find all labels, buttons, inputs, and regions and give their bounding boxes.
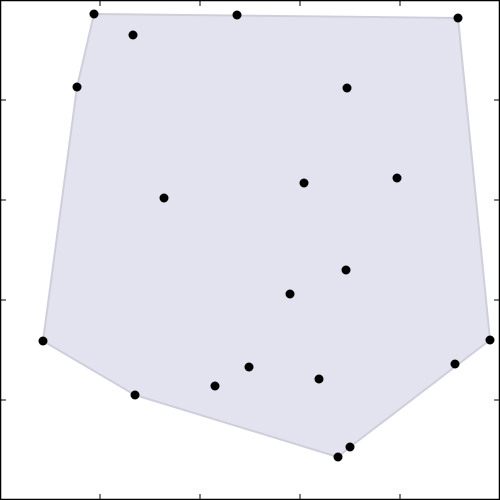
data-point-19 <box>345 442 355 452</box>
data-point-11 <box>285 289 295 299</box>
data-point-14 <box>450 359 460 369</box>
data-point-12 <box>38 336 48 346</box>
data-points-layer <box>38 9 495 462</box>
convex-hull-area <box>42 13 491 458</box>
convex-hull-layer <box>42 13 491 458</box>
data-point-1 <box>89 9 99 19</box>
data-point-20 <box>333 452 343 462</box>
data-point-3 <box>453 13 463 23</box>
data-point-8 <box>299 178 309 188</box>
data-point-10 <box>341 265 351 275</box>
data-point-4 <box>128 30 138 40</box>
data-point-6 <box>342 83 352 93</box>
data-point-5 <box>72 82 82 92</box>
data-point-15 <box>244 362 254 372</box>
data-point-7 <box>392 173 402 183</box>
data-point-16 <box>314 374 324 384</box>
data-point-13 <box>485 335 495 345</box>
data-point-2 <box>232 10 242 20</box>
data-point-17 <box>210 381 220 391</box>
data-point-18 <box>130 390 140 400</box>
data-point-9 <box>159 193 169 203</box>
